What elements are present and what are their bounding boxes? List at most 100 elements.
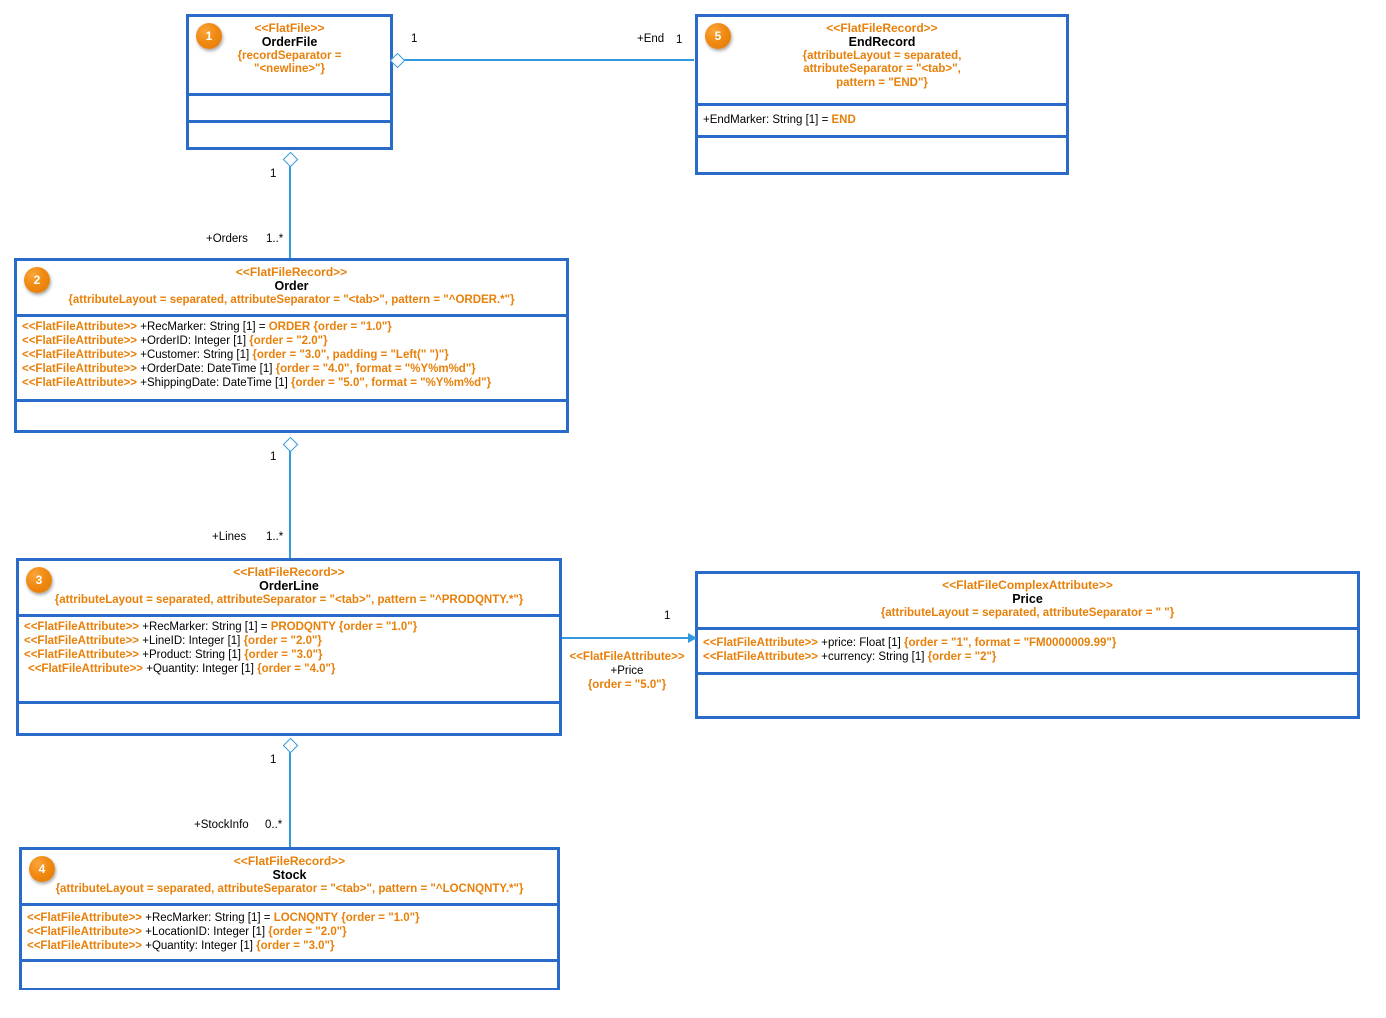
connector-label-orderline-stock-target-mult: 0..*	[265, 819, 283, 831]
attribute-signature: +Customer: String [1]	[137, 349, 253, 362]
attribute-stereotype: <<FlatFileAttribute>>	[27, 926, 143, 939]
connector-orderline-stock[interactable]	[289, 750, 291, 847]
attribute-signature: +Product: String [1]	[139, 649, 245, 662]
attribute-stereotype: <<FlatFileAttribute>>	[22, 335, 138, 348]
table-row: <<FlatFileAttribute>> +Product: String […	[23, 648, 555, 662]
attribute-signature: +currency: String [1]	[818, 651, 928, 664]
table-row: <<FlatFileAttribute>> +OrderDate: DateTi…	[21, 362, 562, 376]
arrowhead-orderline-price	[688, 633, 697, 643]
connector-label-orderfile-end-source-mult: 1	[411, 33, 418, 45]
connector-orderfile-endrecord[interactable]	[397, 59, 694, 61]
connector-price-tag: {order = "5.0"}	[587, 679, 667, 692]
attribute-value: ORDER	[268, 321, 314, 333]
connector-orderfile-order[interactable]	[289, 164, 291, 259]
class-properties-orderfile-line-1: {recordSeparator =	[237, 49, 342, 62]
attribute-signature: +ShippingDate: DateTime [1]	[137, 377, 291, 390]
attribute-tag: {order = "1.0"}	[338, 621, 418, 633]
attribute-tag: {order = "3.0"}	[244, 649, 323, 662]
attribute-signature: +OrderDate: DateTime [1]	[137, 363, 276, 376]
class-stereotype-price: <<FlatFileComplexAttribute>>	[942, 578, 1113, 592]
class-box-endrecord[interactable]: 5 <<FlatFileRecord>> EndRecord {attribut…	[695, 14, 1069, 175]
attribute-tag: {order = "1.0"}	[341, 912, 420, 924]
class-properties-endrecord-line-3: pattern = "END"}	[836, 77, 928, 90]
table-row: <<FlatFileAttribute>> +currency: String …	[702, 650, 1353, 664]
connector-label-orderline-stock-source-mult: 1	[270, 754, 277, 766]
attribute-tag: {order = "1", format = "FM0000009.99"}	[904, 637, 1117, 649]
table-row: <<FlatFileAttribute>> +RecMarker: String…	[23, 620, 555, 634]
attribute-signature: +RecMarker: String [1] =	[139, 621, 271, 633]
class-properties-price: {attributeLayout = separated, attributeS…	[880, 606, 1175, 619]
connector-label-order-orderline-role: +Lines	[212, 531, 247, 543]
class-name-orderfile: OrderFile	[261, 35, 318, 50]
table-row: <<FlatFileAttribute>> +Customer: String …	[21, 348, 562, 362]
class-header-endrecord: <<FlatFileRecord>> EndRecord {attributeL…	[698, 17, 1066, 103]
attribute-tag: {order = "4.0", format = "%Y%m%d"}	[275, 363, 476, 376]
class-header-price: <<FlatFileComplexAttribute>> Price {attr…	[698, 574, 1357, 627]
class-operations-endrecord	[698, 135, 1066, 169]
connector-label-order-orderline-source-mult: 1	[270, 451, 277, 463]
class-name-stock: Stock	[272, 868, 307, 883]
class-stereotype-stock: <<FlatFileRecord>>	[233, 854, 346, 868]
connector-label-orderfile-order-target-mult: 1..*	[266, 233, 284, 245]
attribute-stereotype: <<FlatFileAttribute>>	[22, 377, 138, 390]
class-properties-orderline: {attributeLayout = separated, attributeS…	[54, 593, 524, 606]
class-badge-orderline: 3	[26, 567, 52, 593]
attribute-stereotype: <<FlatFileAttribute>>	[24, 635, 140, 648]
attribute-tag: {order = "2"}	[927, 651, 997, 664]
class-attributes-stock: <<FlatFileAttribute>> +RecMarker: String…	[22, 903, 557, 959]
attribute-tag: {order = "5.0", format = "%Y%m%d"}	[290, 377, 492, 390]
attribute-signature: +RecMarker: String [1] =	[137, 321, 269, 333]
attribute-tag: {order = "3.0"}	[256, 940, 335, 953]
aggregation-diamond-orderline-stockinfo	[282, 737, 299, 754]
connector-label-orderline-stock-role: +StockInfo	[194, 819, 249, 831]
attribute-stereotype: <<FlatFileAttribute>>	[27, 912, 143, 924]
class-name-endrecord: EndRecord	[848, 35, 916, 50]
class-badge-endrecord: 5	[705, 23, 731, 49]
table-row: <<FlatFileAttribute>> +RecMarker: String…	[21, 320, 562, 334]
connector-price-role: +Price	[610, 665, 644, 678]
class-box-stock[interactable]: 4 <<FlatFileRecord>> Stock {attributeLay…	[19, 847, 560, 990]
table-row: <<FlatFileAttribute>> +Quantity: Integer…	[23, 662, 555, 676]
attribute-tag: {order = "1.0"}	[313, 321, 392, 333]
class-stereotype-order: <<FlatFileRecord>>	[235, 265, 348, 279]
connector-orderline-price[interactable]	[562, 637, 694, 639]
class-attributes-order: <<FlatFileAttribute>> +RecMarker: String…	[17, 314, 566, 399]
class-stereotype-orderfile: <<FlatFile>>	[254, 21, 325, 35]
attribute-value: LOCNQNTY	[273, 912, 342, 924]
class-header-orderline: <<FlatFileRecord>> OrderLine {attributeL…	[19, 561, 559, 614]
class-name-price: Price	[1012, 592, 1043, 607]
class-header-order: <<FlatFileRecord>> Order {attributeLayou…	[17, 261, 566, 314]
connector-label-orderfile-end-role: +End	[637, 33, 665, 45]
class-operations-orderline	[19, 701, 559, 733]
attribute-signature: +Quantity: Integer [1]	[142, 940, 257, 953]
class-box-orderline[interactable]: 3 <<FlatFileRecord>> OrderLine {attribut…	[16, 558, 562, 736]
class-name-order: Order	[274, 279, 309, 294]
connector-label-orderfile-order-source-mult: 1	[270, 168, 277, 180]
attribute-tag: {order = "4.0"}	[257, 663, 336, 676]
attribute-tag: {order = "2.0"}	[249, 335, 328, 348]
class-badge-orderfile: 1	[196, 23, 222, 49]
connector-label-orderline-price-block: <<FlatFileAttribute>> +Price {order = "5…	[563, 650, 691, 692]
class-operations-order	[17, 399, 566, 430]
class-properties-endrecord-line-1: {attributeLayout = separated,	[802, 49, 962, 62]
table-row: <<FlatFileAttribute>> +LineID: Integer […	[23, 634, 555, 648]
attribute-signature: +RecMarker: String [1] =	[142, 912, 274, 924]
class-box-order[interactable]: 2 <<FlatFileRecord>> Order {attributeLay…	[14, 258, 569, 433]
class-box-price[interactable]: <<FlatFileComplexAttribute>> Price {attr…	[695, 571, 1360, 719]
attribute-signature: +OrderID: Integer [1]	[137, 335, 250, 348]
class-badge-stock: 4	[29, 856, 55, 882]
class-properties-stock: {attributeLayout = separated, attributeS…	[55, 882, 524, 895]
table-row: <<FlatFileAttribute>> +LocationID: Integ…	[26, 925, 553, 939]
connector-order-orderline[interactable]	[289, 449, 291, 559]
aggregation-diamond-order-lines	[282, 436, 299, 453]
attribute-stereotype: <<FlatFileAttribute>>	[22, 321, 138, 333]
connector-label-order-orderline-target-mult: 1..*	[266, 531, 284, 543]
class-header-stock: <<FlatFileRecord>> Stock {attributeLayou…	[22, 850, 557, 903]
attribute-stereotype: <<FlatFileAttribute>>	[24, 621, 140, 633]
attribute-stereotype: <<FlatFileAttribute>>	[22, 349, 138, 362]
attribute-value: PRODQNTY	[270, 621, 339, 633]
class-properties-endrecord-line-2: attributeSeparator = "<tab>",	[803, 63, 961, 76]
attribute-stereotype: <<FlatFileAttribute>>	[703, 651, 819, 664]
class-box-orderfile[interactable]: 1 <<FlatFile>> OrderFile {recordSeparato…	[186, 14, 393, 150]
attribute-tag: {order = "3.0", padding = "Left(" ")"}	[252, 349, 449, 362]
